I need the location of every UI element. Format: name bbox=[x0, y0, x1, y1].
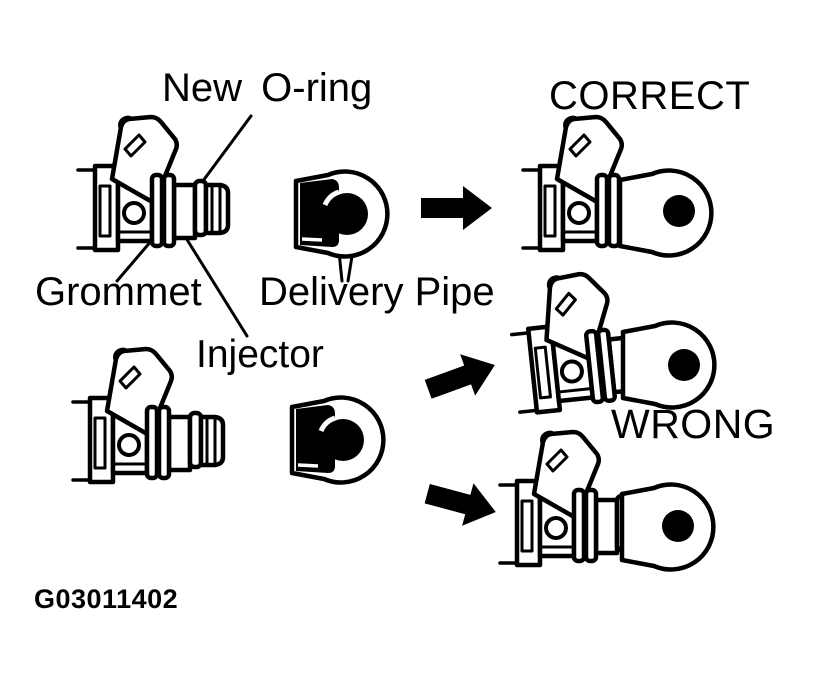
label-delivery-pipe: Delivery Pipe bbox=[259, 270, 495, 314]
assembly-wrong-tilted-drawing bbox=[506, 266, 714, 414]
arrow-down-right-icon-bottom bbox=[421, 472, 502, 534]
assembly-wrong-unseated-drawing bbox=[500, 432, 713, 570]
label-correct: CORRECT bbox=[549, 74, 751, 118]
figure-id: G03011402 bbox=[34, 584, 179, 614]
label-new-oring: New O-ring bbox=[162, 66, 373, 110]
label-wrong: WRONG bbox=[611, 401, 776, 447]
leader-line-grommet bbox=[115, 238, 154, 283]
label-grommet: Grommet bbox=[35, 270, 202, 314]
leader-line-new-oring bbox=[195, 114, 253, 191]
arrow-up-right-icon-middle bbox=[420, 344, 503, 410]
delivery-pipe-drawing-top bbox=[296, 172, 387, 257]
injector-drawing-top bbox=[78, 117, 228, 250]
leader-line-injector bbox=[184, 236, 249, 338]
label-injector: Injector bbox=[196, 333, 324, 376]
assembly-correct-drawing bbox=[523, 117, 711, 256]
arrow-right-icon-top bbox=[421, 186, 492, 230]
delivery-pipe-drawing-bottom bbox=[292, 398, 383, 483]
